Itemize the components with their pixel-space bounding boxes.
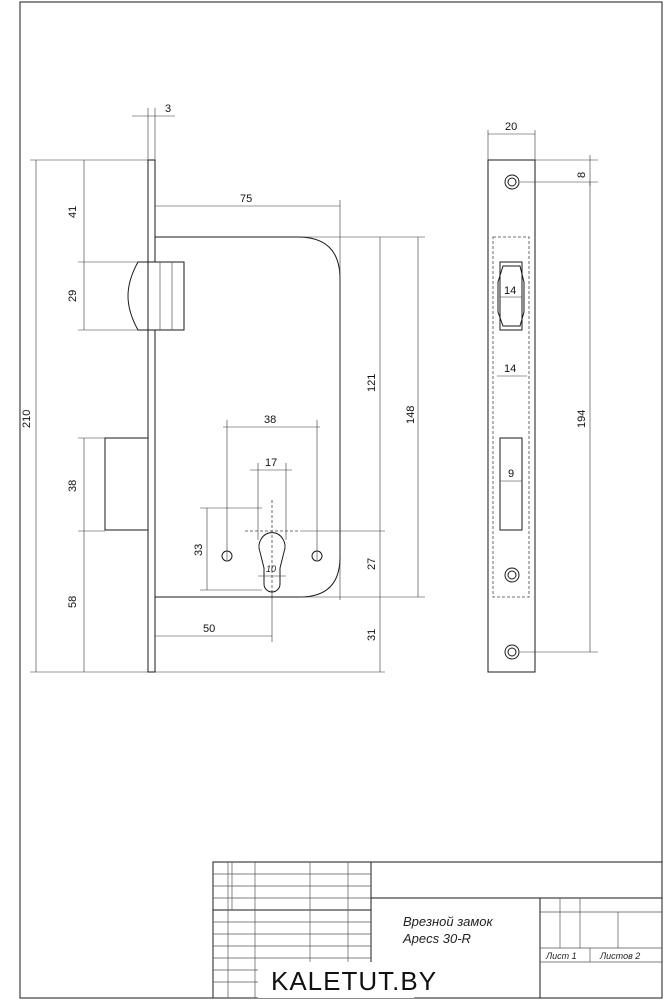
- dim-58: 58: [67, 596, 79, 608]
- title-line-1: Врезной замок: [403, 914, 494, 929]
- dim-29: 29: [67, 290, 79, 302]
- dim-14-body: 14: [504, 363, 516, 375]
- dim-75: 75: [240, 193, 252, 205]
- front-screw-bottom-inner: [507, 647, 517, 657]
- dim-8: 8: [576, 172, 588, 178]
- body-outline-hidden: [492, 236, 530, 598]
- front-screw-middle-inner: [507, 570, 517, 580]
- front-dimensions: [487, 130, 598, 653]
- dim-38-deadbolt: 38: [67, 480, 79, 492]
- front-screw-middle: [504, 567, 520, 583]
- front-screw-bottom: [504, 644, 520, 660]
- deadbolt-opening: [499, 437, 523, 531]
- sheet-count: Листов 2: [599, 951, 640, 961]
- dim-194: 194: [576, 410, 588, 428]
- faceplate-front: [487, 159, 536, 673]
- dim-50: 50: [203, 623, 215, 635]
- cylinder-hole: [258, 532, 286, 593]
- faceplate-front-view: [487, 159, 536, 673]
- watermark-background: [258, 962, 414, 998]
- dim-20: 20: [505, 121, 517, 133]
- front-screw-top: [504, 174, 520, 190]
- dim-38-holes: 38: [264, 414, 276, 426]
- dim-210: 210: [21, 410, 33, 428]
- dim-10: 10: [266, 564, 276, 574]
- dim-148: 148: [405, 406, 417, 424]
- latch-bolt: [127, 261, 185, 331]
- dim-41: 41: [67, 206, 79, 218]
- side-dimensions: [30, 108, 425, 673]
- sheet-number: Лист 1: [545, 951, 577, 961]
- dim-3: 3: [165, 103, 171, 115]
- watermark-brand: KALETUT.BY: [271, 966, 437, 996]
- dim-33: 33: [193, 544, 205, 556]
- latch-opening: [499, 261, 523, 331]
- dim-27: 27: [366, 558, 378, 570]
- dim-14-latch: 14: [504, 285, 516, 297]
- front-screw-top-inner: [507, 177, 517, 187]
- title-line-2: Apecs 30-R: [402, 931, 471, 946]
- dim-17: 17: [265, 457, 277, 469]
- dim-9: 9: [508, 468, 514, 480]
- dead-bolt: [104, 437, 149, 531]
- latch-shape: [497, 265, 525, 327]
- dim-121: 121: [366, 374, 378, 392]
- dim-31: 31: [366, 629, 378, 641]
- faceplate: [147, 159, 156, 673]
